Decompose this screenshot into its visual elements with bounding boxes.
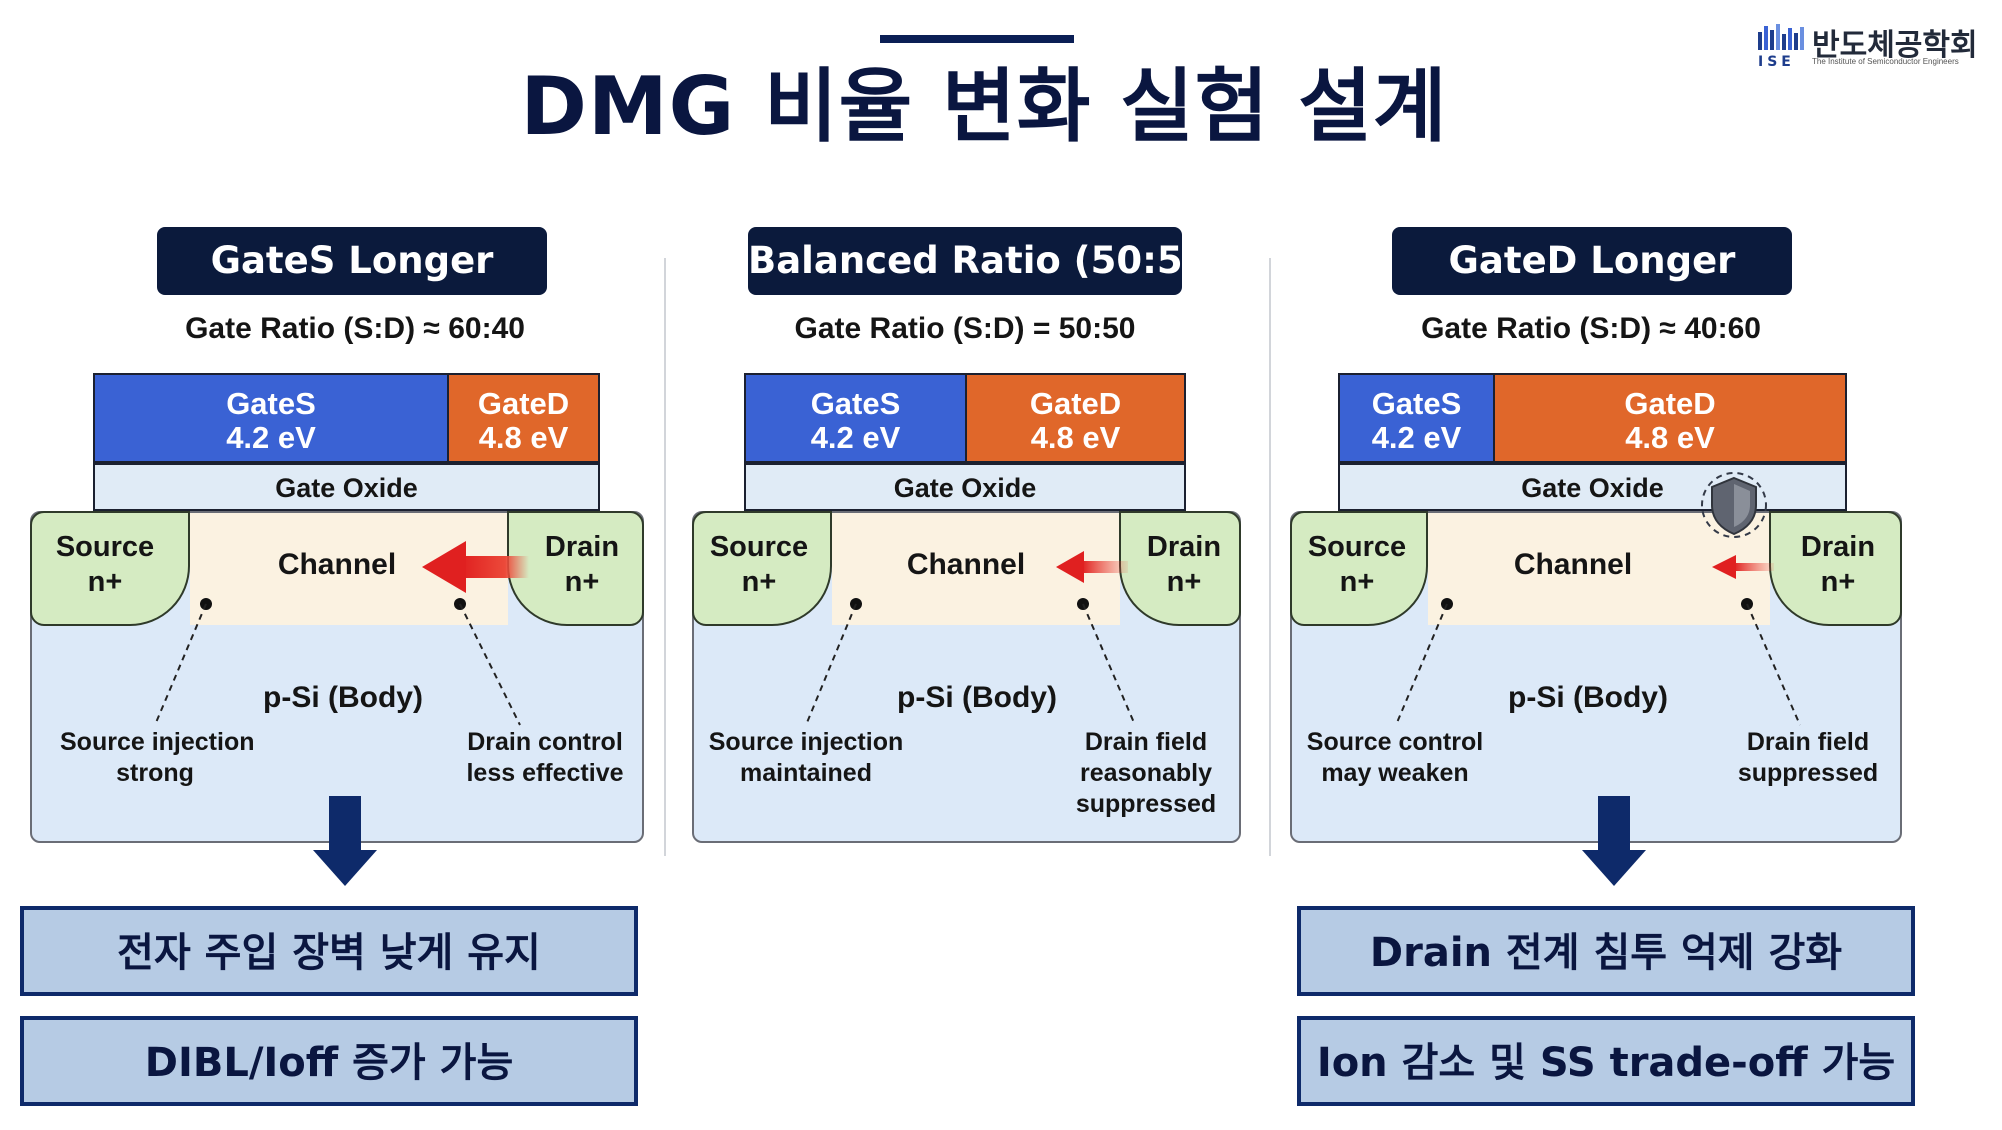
gate-s-name: GateS [810,386,901,421]
drain-label: Drain n+ [1146,531,1222,598]
gate-s-block: GateS 4.2 eV [744,373,967,463]
channel-label: Channel [277,548,397,581]
title-accent-line [880,35,1074,43]
result-box: 전자 주입 장벽 낮게 유지 [20,906,638,996]
gate-s-name: GateS [1371,386,1462,421]
gate-d-workfunction: 4.8 eV [478,420,569,455]
note-connectors [154,603,1801,726]
society-logo: 반도체공학회 ISE The Institute of Semiconducto… [1758,20,1988,70]
panel-label: Balanced Ratio (50:50) [748,227,1225,295]
result-box: Drain 전계 침투 억제 강화 [1297,906,1915,996]
gate-ratio-text: Gate Ratio (S:D) ≈ 40:60 [1421,312,1761,345]
channel-label: Channel [906,548,1026,581]
drain-label: Drain n+ [544,531,620,598]
drain-field-arrow [422,541,529,593]
gate-d-block: GateD 4.8 eV [1493,373,1847,463]
channel-label: Channel [1513,548,1633,581]
source-note: Source injection strong [60,728,255,787]
channel-region [1428,513,1770,625]
gate-s-workfunction: 4.2 eV [1371,420,1462,455]
body-label: p-Si (Body) [1508,681,1668,714]
gate-s-workfunction: 4.2 eV [226,420,316,455]
panel-label: GateS Longer [157,227,547,295]
drain-note: Drain field suppressed [1737,728,1879,787]
logo-name: 반도체공학회 [1812,28,1978,63]
gate-s-workfunction: 4.2 eV [810,420,901,455]
gate-d-name: GateD [477,386,570,421]
gate-oxide: Gate Oxide [93,463,600,511]
source-label: Source n+ [55,531,155,598]
drain-note: Drain control less effective [466,728,624,787]
logo-subtitle: The Institute of Semiconductor Engineers [1812,57,1959,66]
source-region [1290,511,1428,626]
gate-d-block: GateD 4.8 eV [965,373,1186,463]
drain-label: Drain n+ [1800,531,1876,598]
logo-mark-icon [1758,24,1804,50]
result-box: Ion 감소 및 SS trade-off 가능 [1297,1016,1915,1106]
drain-field-arrow [1712,555,1774,579]
drain-field-arrow [1056,551,1128,583]
result-down-arrow [1582,796,1646,886]
body-label: p-Si (Body) [897,681,1057,714]
gate-s-block: GateS 4.2 eV [1338,373,1495,463]
shield-icon [1701,472,1767,538]
source-region [692,511,832,626]
panel-divider [664,258,666,856]
source-note: Source control may weaken [1306,728,1484,787]
gate-d-name: GateD [1029,386,1122,421]
panel-label: GateD Longer [1392,227,1792,295]
gate-ratio-text: Gate Ratio (S:D) = 50:50 [794,312,1136,345]
logo-abbr: ISE [1758,54,1795,70]
source-label: Source n+ [1307,531,1407,598]
drain-region [1769,511,1902,626]
gate-d-workfunction: 4.8 eV [1625,420,1715,455]
source-region [30,511,190,626]
body-label: p-Si (Body) [263,681,423,714]
gate-d-name: GateD [1624,386,1716,421]
gate-d-workfunction: 4.8 eV [1030,420,1121,455]
gate-ratio-text: Gate Ratio (S:D) ≈ 60:40 [185,312,525,345]
result-down-arrow [313,796,377,886]
gate-oxide: Gate Oxide [1338,463,1847,511]
gate-s-block: GateS 4.2 eV [93,373,449,463]
page-title: DMG 비율 변화 실험 설계 [520,60,1448,153]
source-note: Source injection maintained [708,728,904,787]
source-label: Source n+ [709,531,809,598]
gate-oxide: Gate Oxide [744,463,1186,511]
drain-region [507,511,644,626]
drain-note: Drain field reasonably suppressed [1075,728,1217,818]
gate-d-block: GateD 4.8 eV [447,373,600,463]
gate-s-name: GateS [226,386,316,421]
result-box: DIBL/Ioff 증가 가능 [20,1016,638,1106]
panel-divider [1269,258,1271,856]
drain-region [1119,511,1241,626]
